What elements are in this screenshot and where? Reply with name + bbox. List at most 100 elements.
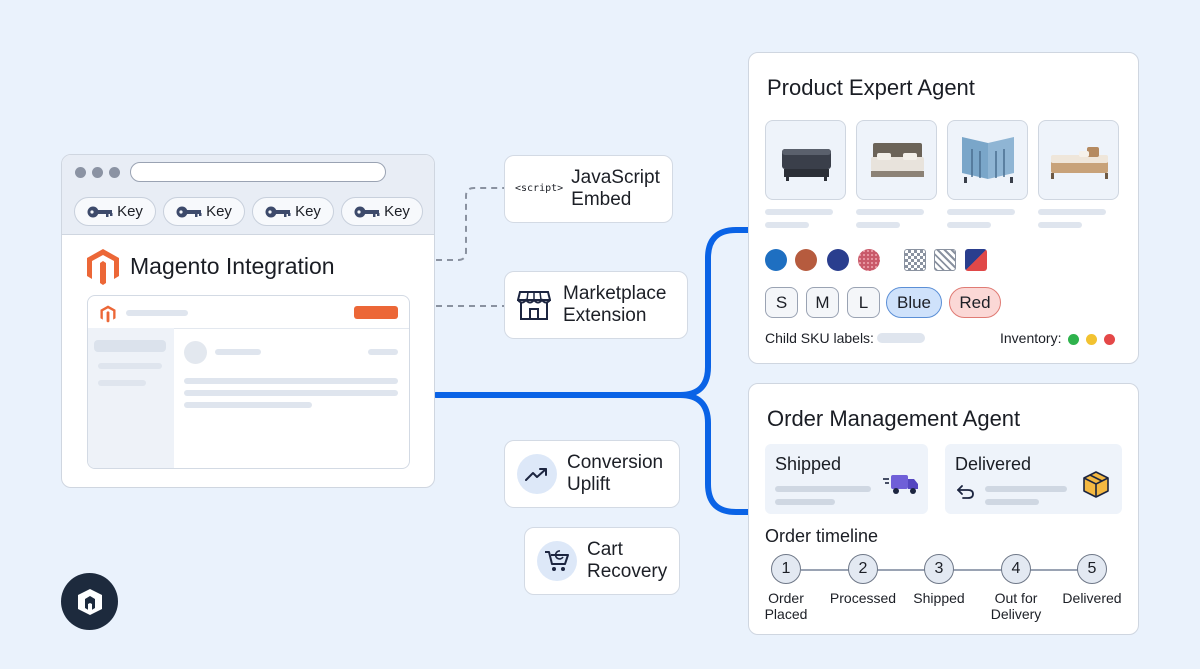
timeline-step-4: 4 xyxy=(1001,554,1031,584)
inventory-label: Inventory: xyxy=(1000,330,1062,346)
magento-mini-logo-icon xyxy=(100,305,116,323)
window-dot-icon xyxy=(109,167,120,178)
variant-tag-red[interactable]: Red xyxy=(949,287,1001,318)
api-key-pill[interactable]: Key xyxy=(163,197,245,226)
key-icon xyxy=(265,206,291,217)
placeholder-bar xyxy=(947,222,991,228)
conversion-uplift-label: Conversion Uplift xyxy=(567,452,664,495)
placeholder-bar xyxy=(775,499,835,505)
javascript-embed-label: JavaScript Embed xyxy=(571,167,660,210)
cart-recovery-icon xyxy=(537,541,577,581)
placeholder-bar xyxy=(1038,209,1106,215)
placeholder-bar xyxy=(947,209,1015,215)
timeline-step-1: 1 xyxy=(771,554,801,584)
timeline-step-2: 2 xyxy=(848,554,878,584)
admin-action-button[interactable] xyxy=(354,306,398,319)
key-label: Key xyxy=(384,203,410,220)
product-expert-agent-card: Product Expert Agent xyxy=(748,52,1139,364)
key-icon xyxy=(354,206,380,217)
pattern-swatch[interactable] xyxy=(934,249,956,271)
placeholder-bar xyxy=(985,486,1067,492)
pattern-swatch[interactable] xyxy=(904,249,926,271)
sidebar-item[interactable] xyxy=(94,340,166,352)
bed-icon xyxy=(1051,147,1108,179)
order-management-agent-card: Order Management Agent Shipped Delivered… xyxy=(748,383,1139,635)
admin-content xyxy=(174,328,409,468)
size-option-m[interactable]: M xyxy=(806,287,839,318)
key-icon xyxy=(176,206,202,217)
child-sku-placeholder xyxy=(877,333,925,343)
pattern-swatch[interactable] xyxy=(965,249,987,271)
order-management-title: Order Management Agent xyxy=(767,406,1021,431)
timeline-step-label: Processed xyxy=(829,590,897,606)
product-tile[interactable] xyxy=(765,120,846,200)
delivered-label: Delivered xyxy=(955,454,1032,474)
placeholder-bar xyxy=(985,499,1039,505)
dashed-connector-js xyxy=(436,187,504,261)
marketplace-extension-option[interactable]: Marketplace Extension xyxy=(504,271,688,339)
trend-up-icon xyxy=(517,454,557,494)
key-label: Key xyxy=(295,203,321,220)
product-tile[interactable] xyxy=(856,120,937,200)
bed-icon xyxy=(962,137,1014,183)
delivery-truck-icon xyxy=(883,475,918,494)
key-label: Key xyxy=(206,203,232,220)
sidebar-item[interactable] xyxy=(98,380,146,386)
color-swatch[interactable] xyxy=(795,249,817,271)
blue-connector-order xyxy=(677,392,751,515)
package-box-icon xyxy=(1083,471,1109,498)
product-tile[interactable] xyxy=(1038,120,1119,200)
color-swatch[interactable] xyxy=(827,249,849,271)
cart-recovery-card: Cart Recovery xyxy=(524,527,680,595)
color-swatch[interactable] xyxy=(858,249,880,271)
product-tile[interactable] xyxy=(947,120,1028,200)
cart-recovery-label: Cart Recovery xyxy=(587,539,668,582)
bed-icon xyxy=(871,143,924,177)
timeline-step-label: Out for Delivery xyxy=(990,590,1042,622)
timeline-step-5: 5 xyxy=(1077,554,1107,584)
placeholder-bar xyxy=(775,486,871,492)
order-timeline-title: Order timeline xyxy=(765,526,879,546)
app-logo-badge[interactable] xyxy=(61,573,118,630)
magento-integration-title: Magento Integration xyxy=(130,253,335,279)
avatar xyxy=(184,341,207,364)
placeholder-bar xyxy=(215,349,261,355)
placeholder-bar xyxy=(368,349,398,355)
child-sku-label: Child SKU labels: xyxy=(765,330,874,346)
placeholder-bar xyxy=(1038,222,1082,228)
window-dot-icon xyxy=(75,167,86,178)
magento-browser-window: Key Key Key Key Magento Integration xyxy=(61,154,435,488)
inventory-status-dot xyxy=(1068,334,1079,345)
storefront-icon xyxy=(517,291,551,320)
placeholder-bar xyxy=(184,402,312,408)
placeholder-bar xyxy=(765,222,809,228)
color-swatch[interactable] xyxy=(765,249,787,271)
placeholder-bar xyxy=(184,378,398,384)
script-tag-label: <script> xyxy=(515,183,564,194)
shipped-label: Shipped xyxy=(775,454,842,474)
placeholder-bar xyxy=(184,390,398,396)
conversion-uplift-card: Conversion Uplift xyxy=(504,440,680,508)
placeholder-bar xyxy=(126,310,188,316)
api-key-pill[interactable]: Key xyxy=(252,197,334,226)
javascript-embed-option[interactable]: <script> JavaScript Embed xyxy=(504,155,673,223)
sidebar-item[interactable] xyxy=(98,363,162,369)
placeholder-bar xyxy=(765,209,833,215)
address-bar[interactable] xyxy=(130,162,386,182)
timeline-step-label: Shipped xyxy=(913,590,965,606)
product-expert-title: Product Expert Agent xyxy=(767,75,975,100)
timeline-step-3: 3 xyxy=(924,554,954,584)
delivered-status-box: Delivered xyxy=(945,444,1122,514)
size-option-l[interactable]: L xyxy=(847,287,880,318)
size-option-s[interactable]: S xyxy=(765,287,798,318)
placeholder-bar xyxy=(856,222,900,228)
marketplace-extension-label: Marketplace Extension xyxy=(563,283,667,326)
inventory-status-dot xyxy=(1086,334,1097,345)
return-arrow-icon xyxy=(957,485,974,499)
variant-tag-blue[interactable]: Blue xyxy=(886,287,942,318)
placeholder-bar xyxy=(856,209,924,215)
browser-toolbar: Key Key Key Key xyxy=(62,155,434,235)
api-key-pill[interactable]: Key xyxy=(341,197,423,226)
api-key-pill[interactable]: Key xyxy=(74,197,156,226)
